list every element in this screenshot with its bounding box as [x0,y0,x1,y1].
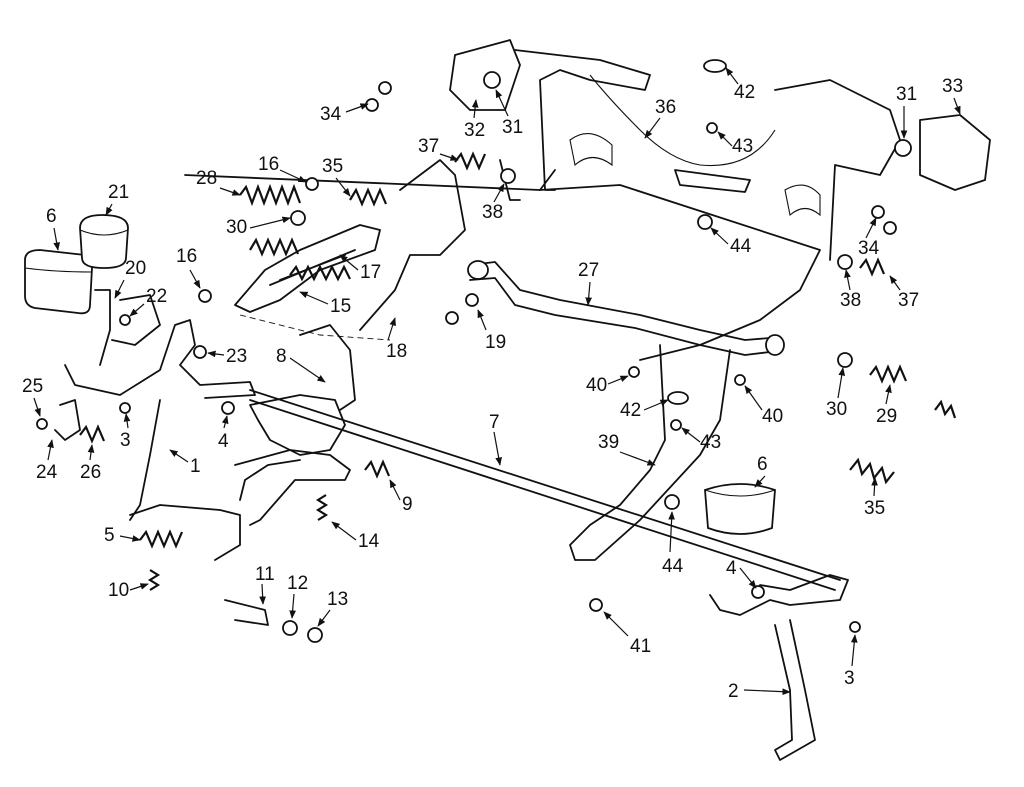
callout-35: 35 [322,156,343,177]
left-control-assembly [54,289,356,561]
right-lever [709,574,849,761]
callout-25: 25 [22,376,43,397]
callout-42b: 42 [620,400,641,421]
callout-27: 27 [578,260,599,281]
callout-3: 3 [120,430,131,451]
callout-29: 29 [876,406,897,427]
callout-3b: 3 [844,668,855,689]
callout-16: 16 [258,154,279,175]
callout-37: 37 [418,136,439,157]
callout-16b: 16 [176,246,197,267]
callout-12: 12 [287,573,308,594]
callout-7: 7 [489,412,500,433]
callout-24: 24 [36,462,58,483]
callout-10: 10 [108,580,129,601]
callout-44b: 44 [662,556,684,577]
main-frame [184,39,901,361]
callout-37b: 37 [898,290,919,311]
callout-17: 17 [360,262,381,283]
cable [589,74,776,193]
callout-40: 40 [586,375,607,396]
callout-1: 1 [190,456,201,477]
callout-34b: 34 [858,238,880,259]
callout-8: 8 [276,346,287,367]
long-rod [249,389,841,591]
callout-11: 11 [255,564,275,585]
callout-43: 43 [732,136,753,157]
callout-23: 23 [226,346,247,367]
callout-34: 34 [320,104,342,125]
callout-40b: 40 [762,406,783,427]
callout-13: 13 [327,589,348,610]
callout-9: 9 [402,494,413,515]
callout-31b: 31 [896,84,917,105]
callout-6: 6 [46,206,57,227]
callout-4: 4 [218,431,229,452]
callout-2: 2 [728,681,739,702]
callout-19: 19 [485,332,506,353]
callout-36: 36 [655,97,676,118]
callouts: 1 2 3 3 4 4 5 6 6 7 8 9 10 11 12 13 14 1… [22,67,963,702]
callout-15: 15 [330,296,351,317]
callout-44: 44 [730,236,752,257]
callout-38b: 38 [840,290,861,311]
callout-30b: 30 [826,399,847,420]
springs [79,151,957,591]
callout-38: 38 [482,202,503,223]
callout-20: 20 [125,258,146,279]
callout-43b: 43 [700,432,721,453]
callout-39: 39 [598,432,619,453]
left-block-21 [79,214,129,269]
callout-18: 18 [386,341,407,362]
callout-28: 28 [196,168,217,189]
callout-41: 41 [630,636,651,657]
callout-33: 33 [942,76,963,97]
callout-5: 5 [104,525,115,546]
callout-21: 21 [108,182,129,203]
left-block-6 [24,249,93,315]
callout-31: 31 [502,117,523,138]
callout-30: 30 [226,217,247,238]
callout-26: 26 [80,462,101,483]
hardware [36,59,991,643]
callout-35b: 35 [864,498,885,519]
callout-32: 32 [464,120,485,141]
cross-bar [467,260,785,356]
callout-22: 22 [146,286,167,307]
callout-6b: 6 [757,454,768,475]
right-block-6 [704,483,776,535]
callout-42: 42 [734,82,755,103]
callout-14: 14 [358,531,380,552]
callout-4b: 4 [726,558,737,579]
